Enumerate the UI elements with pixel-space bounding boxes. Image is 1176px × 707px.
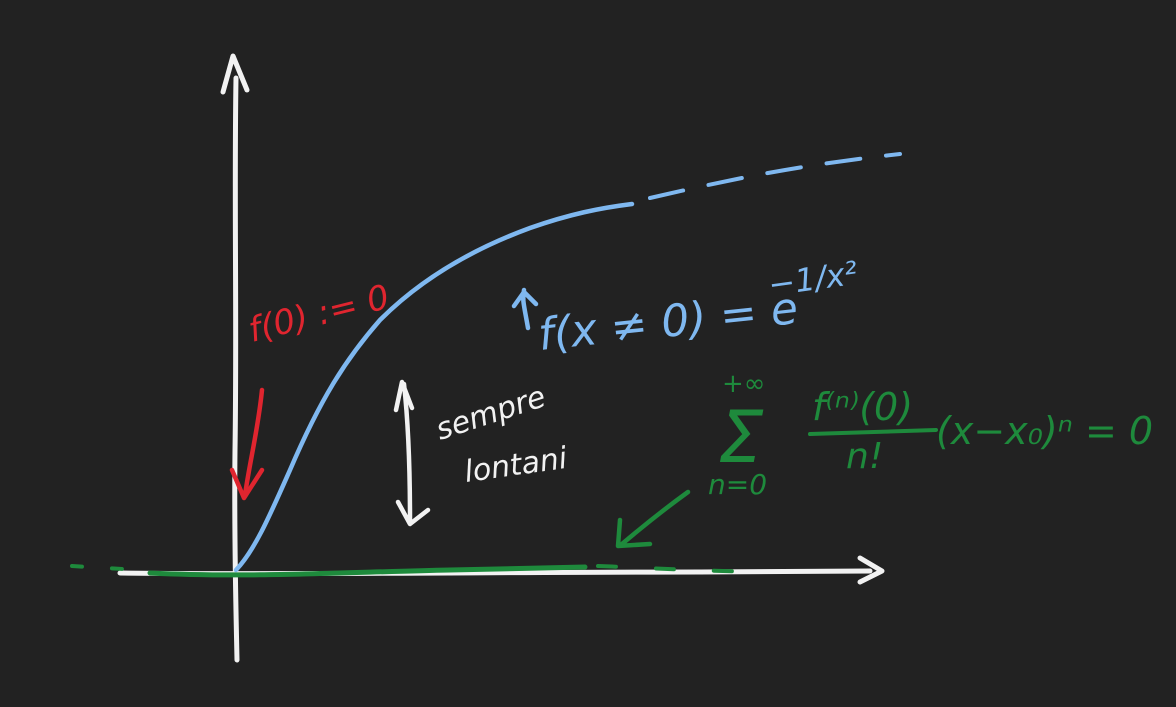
taylor-series-formula: +∞ Σ n=0 f⁽ⁿ⁾(0) n! (x−x₀)ⁿ = 0 <box>615 369 1153 549</box>
curve-f <box>233 152 902 573</box>
series-rest: (x−x₀)ⁿ = 0 <box>936 409 1153 453</box>
series-denominator: n! <box>846 436 883 477</box>
series-sigma: Σ <box>718 395 764 479</box>
green-arrow-down-left-icon <box>615 489 691 549</box>
arrow-note-line1: sempre <box>432 379 550 447</box>
red-arrow-down-icon <box>229 387 265 501</box>
x-axis-arrowhead-icon <box>857 555 885 585</box>
f-definition-label: f(x ≠ 0) = e <box>536 283 801 361</box>
taylor-series-line <box>70 564 772 578</box>
series-lower-limit: n=0 <box>708 468 767 501</box>
double-arrow-icon <box>393 379 431 527</box>
green-line-dashed-right <box>596 564 772 574</box>
f-exponent-label: −1/x² <box>766 254 860 304</box>
white-annotation: sempre lontani <box>393 379 570 527</box>
y-axis-arrowhead-icon <box>220 53 250 95</box>
red-annotation: f(0) := 0 <box>229 277 394 501</box>
series-upper-limit: +∞ <box>722 369 765 399</box>
y-axis <box>232 75 240 663</box>
fraction-bar <box>808 428 938 436</box>
blue-pointer-arrow-icon <box>511 287 539 331</box>
curve-solid <box>233 201 635 573</box>
series-numerator: f⁽ⁿ⁾(0) <box>812 385 913 429</box>
arrow-note-line2: lontani <box>462 441 570 490</box>
curve-dashed-asymptote <box>648 152 902 200</box>
green-line-solid <box>147 564 588 578</box>
blue-annotation: f(x ≠ 0) = e −1/x² <box>511 254 860 361</box>
green-line-dashed-left <box>70 564 142 572</box>
f-at-zero-label: f(0) := 0 <box>245 277 394 350</box>
